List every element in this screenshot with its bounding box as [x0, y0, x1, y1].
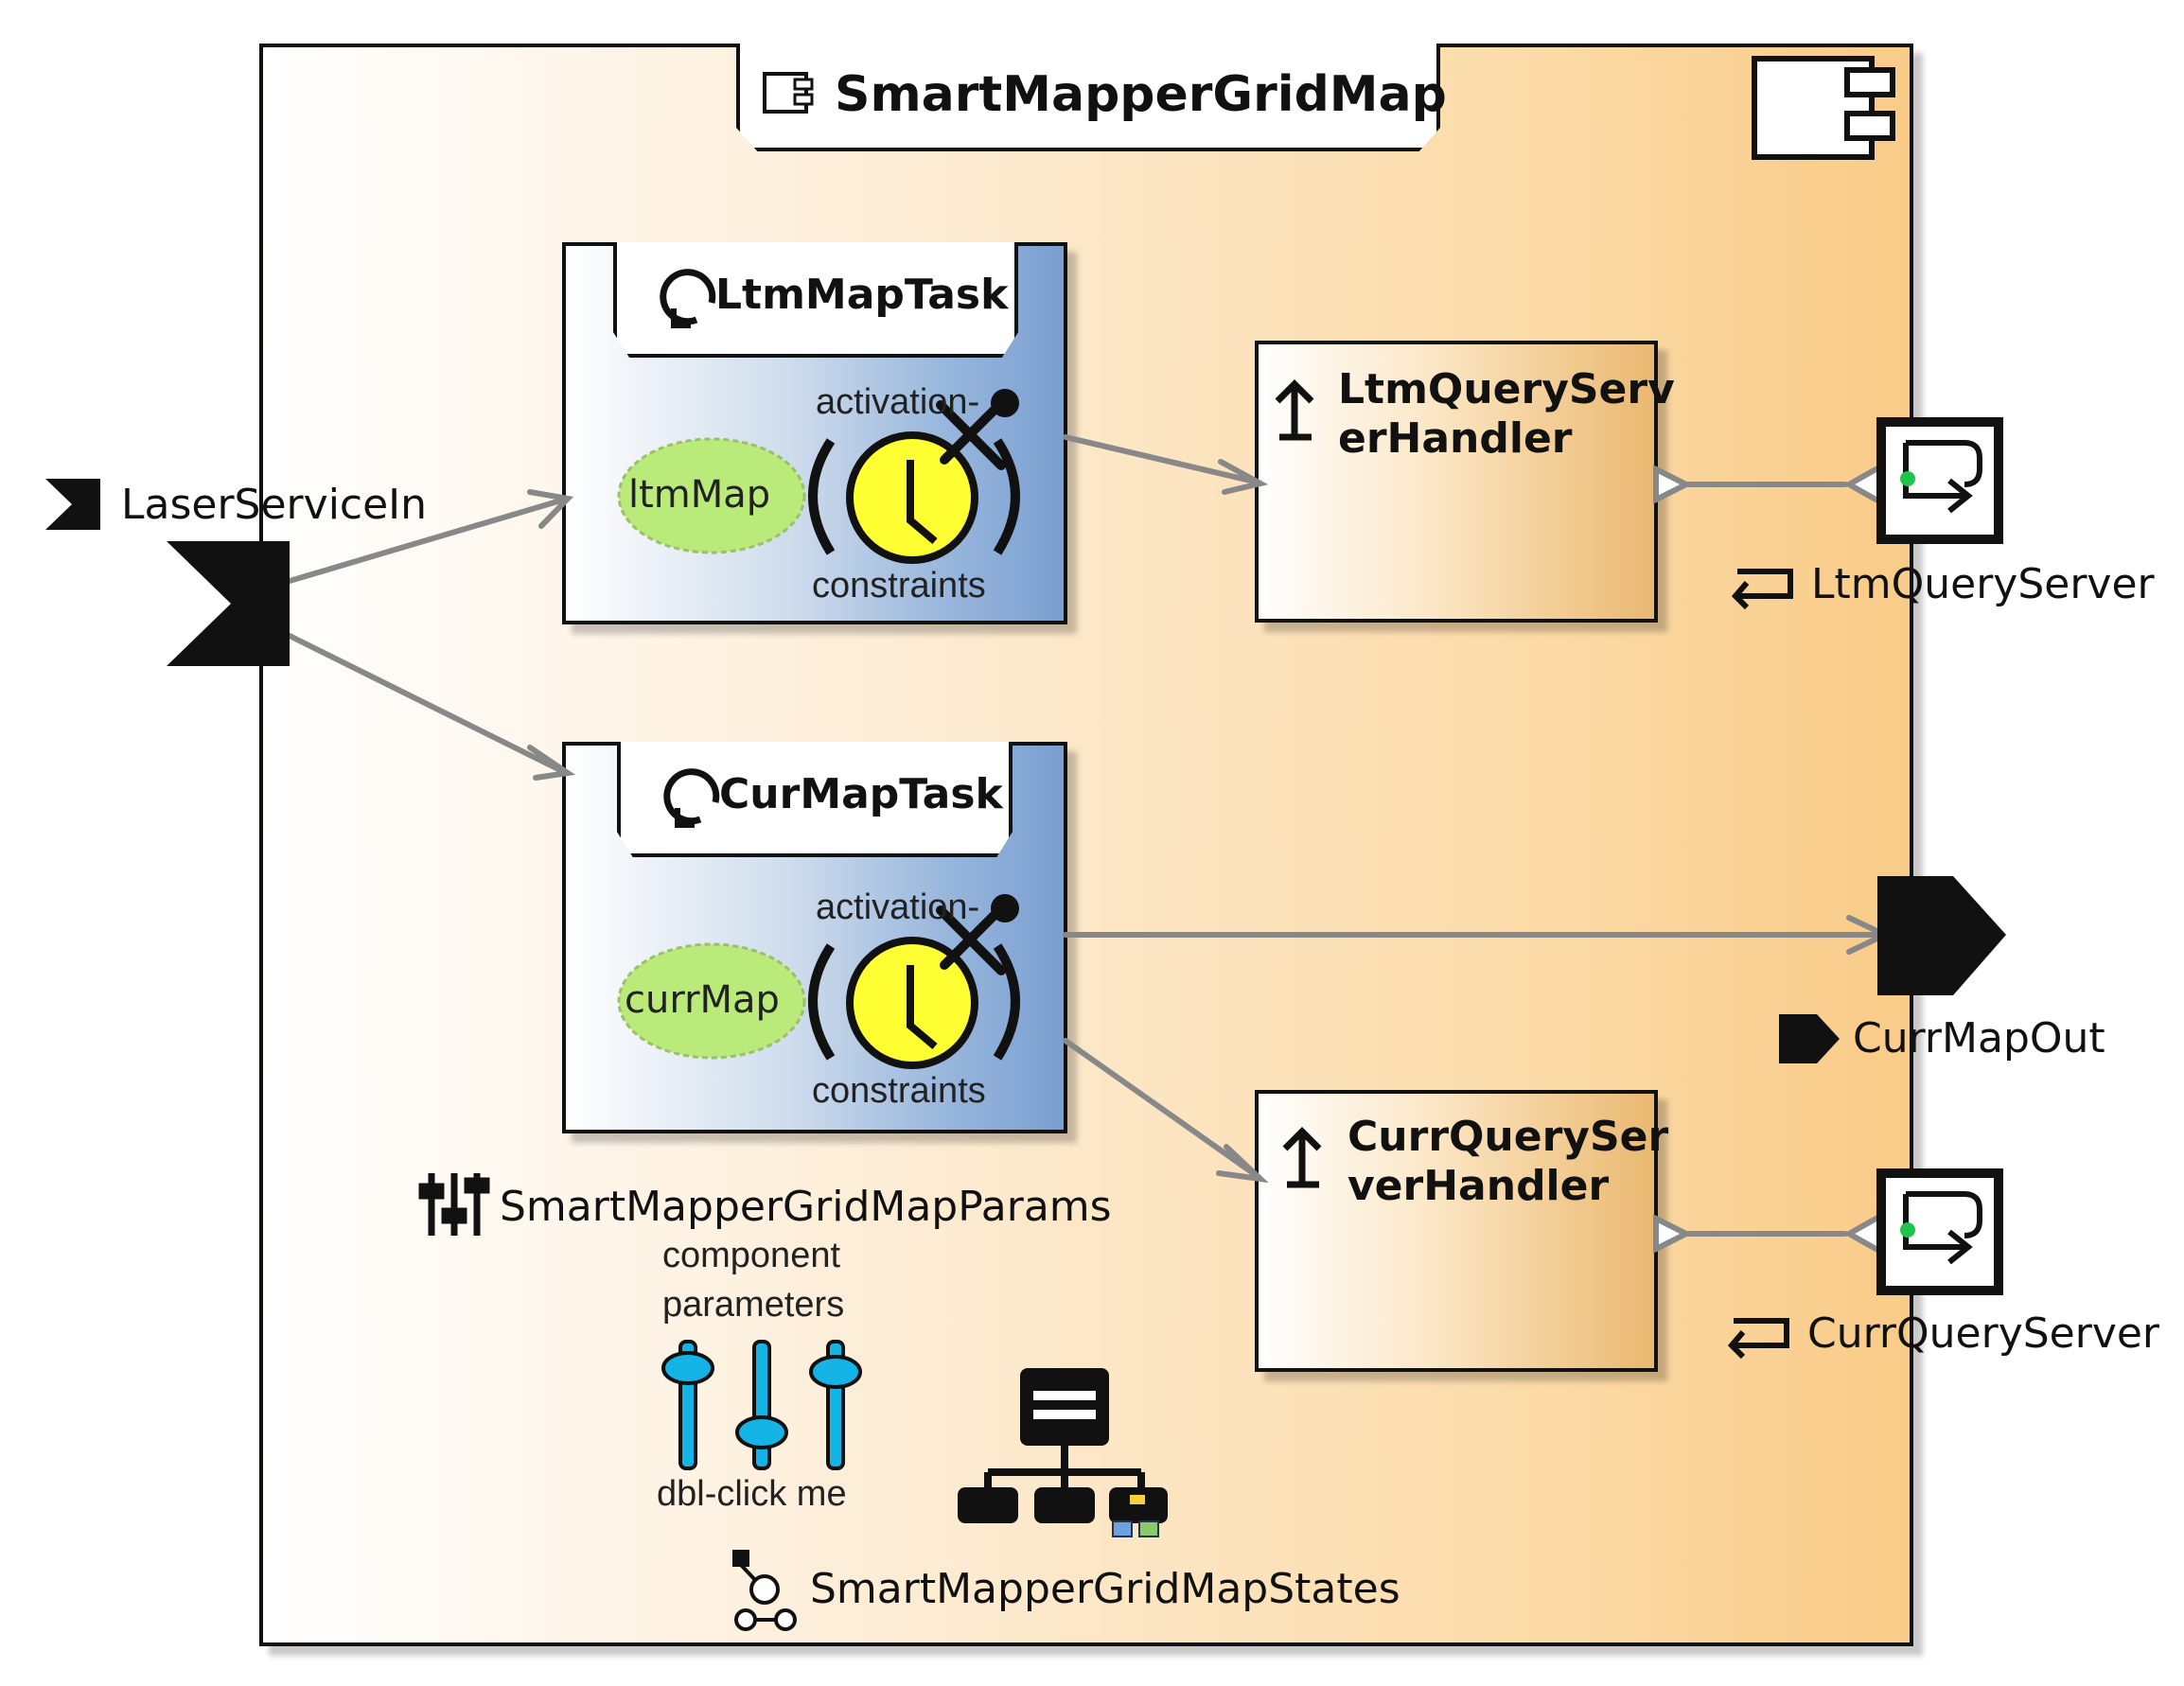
- component-title-tab: [736, 44, 1440, 151]
- connector-ltm-to-handler: [1063, 434, 1261, 485]
- slider-icon: [418, 1173, 490, 1236]
- task-ltm-map-tab: [613, 242, 1018, 358]
- task-cur-map-name: CurMapTask: [719, 770, 1003, 818]
- handler-ltm-query[interactable]: [1255, 341, 1658, 623]
- handler-ltm-port-triangle: [1653, 465, 1693, 504]
- query-server-small-icon: [1727, 1318, 1789, 1360]
- connectors: [287, 434, 1893, 1237]
- curr-map-out-small-icon: [1779, 1014, 1840, 1063]
- handler-ltm-query-name-line1: LtmQueryServ: [1338, 365, 1675, 413]
- connector-laser-to-cur-arrowhead: [527, 745, 576, 781]
- handler-ltm-query-name-line2: erHandler: [1338, 414, 1573, 463]
- curr-map-out-port[interactable]: [1877, 876, 2006, 995]
- handler-curr-query-name-line1: CurrQuerySer: [1347, 1113, 1669, 1161]
- task-ltm-map-name: LtmMapTask: [715, 271, 1009, 319]
- handler-ltm-query-name: LtmQueryServ erHandler: [1338, 365, 1675, 464]
- upload-arrow-icon: [1282, 1127, 1322, 1188]
- hierarchy-icon[interactable]: [958, 1368, 1168, 1537]
- clock-icon: [808, 937, 1020, 1069]
- wrench-icon: [936, 894, 1019, 975]
- connector-laser-to-cur: [287, 633, 567, 775]
- clock-icon: [808, 431, 1020, 564]
- ltm-map-ellipse[interactable]: [617, 437, 806, 554]
- slider-icon[interactable]: [661, 1340, 862, 1470]
- connector-laser-to-ltm: [287, 497, 567, 584]
- task-loop-icon: [660, 269, 716, 328]
- params-line2-label: parameters: [662, 1285, 845, 1325]
- ltm-activation-label: activation-: [816, 382, 980, 422]
- curr-map-ellipse-label: currMap: [625, 978, 780, 1022]
- laser-service-in-small-icon: [45, 479, 100, 530]
- curr-query-server-label: CurrQueryServer: [1807, 1309, 2160, 1358]
- component-title: SmartMapperGridMap: [835, 66, 1447, 123]
- ltm-map-ellipse-label: ltmMap: [628, 473, 771, 517]
- query-server-icon[interactable]: [1876, 1168, 2003, 1295]
- connector-laser-to-ltm-arrowhead: [527, 489, 574, 529]
- wrench-icon: [936, 389, 1019, 470]
- task-cur-map-tab: [617, 742, 1013, 857]
- ltm-constraints-label: constraints: [812, 566, 986, 606]
- handler-curr-port-triangle: [1653, 1214, 1693, 1254]
- params-hint-label: dbl-click me: [657, 1474, 847, 1514]
- task-loop-icon: [663, 768, 720, 828]
- query-server-small-icon: [1731, 569, 1793, 610]
- handler-curr-query-name-line2: verHandler: [1347, 1162, 1610, 1210]
- upload-arrow-icon: [1275, 379, 1314, 441]
- cur-activation-label: activation-: [816, 887, 980, 927]
- state-machine-icon: [732, 1550, 797, 1631]
- connector-cur-to-handler: [1063, 1038, 1261, 1180]
- server-curr-port-triangle: [1842, 1211, 1882, 1256]
- params-name-label: SmartMapperGridMapParams: [500, 1183, 1112, 1231]
- ltm-query-server-label: LtmQueryServer: [1811, 560, 2155, 608]
- cur-constraints-label: constraints: [812, 1071, 986, 1111]
- connector-cur-to-handler-arrowhead: [1216, 1144, 1269, 1184]
- server-ltm-port-triangle: [1842, 462, 1882, 507]
- handler-curr-query-name: CurrQuerySer verHandler: [1347, 1113, 1668, 1211]
- handler-curr-query[interactable]: [1255, 1090, 1658, 1372]
- connector-ltm-to-handler-arrowhead: [1218, 459, 1269, 495]
- params-line1-label: component: [662, 1236, 841, 1275]
- query-server-icon[interactable]: [1876, 417, 2003, 544]
- laser-service-in-label: LaserServiceIn: [121, 481, 428, 529]
- laser-service-in-port[interactable]: [167, 541, 290, 666]
- states-name-label: SmartMapperGridMapStates: [810, 1565, 1400, 1613]
- curr-map-out-label: CurrMapOut: [1853, 1014, 2105, 1063]
- curr-map-ellipse[interactable]: [617, 942, 806, 1060]
